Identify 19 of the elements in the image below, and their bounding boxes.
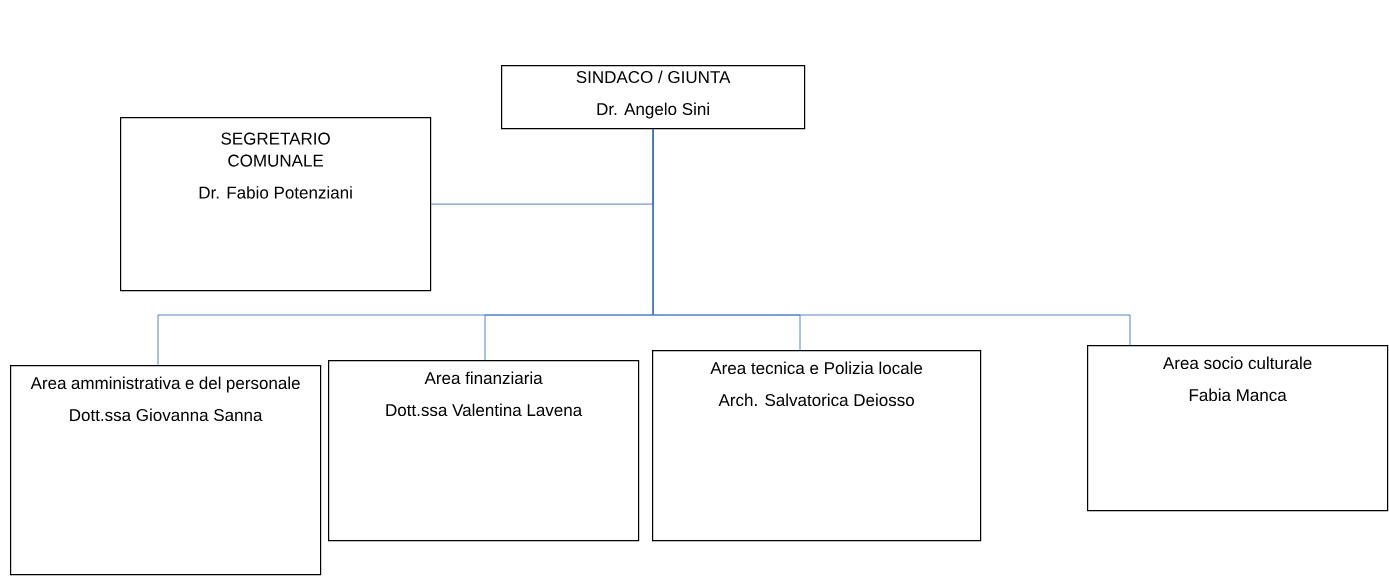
box-text: Area socio culturale [1163,356,1312,370]
box-text: Area finanziaria [424,371,543,385]
box-text: Dr. Fabio Potenziani [199,186,352,199]
box-text: SEGRETARIO COMUNALE [221,132,330,167]
org-box [501,65,806,130]
box-text: Dr. Angelo Sini [597,102,709,119]
box-text: Fabia Manca [1189,388,1287,402]
box-text: Area amministrativa e del personale [30,376,300,393]
box-text: Arch. Salvatorica Deiosso [718,393,914,407]
box-text: SINDACO / GIUNTA [576,70,731,84]
org-box [1087,345,1389,512]
org-box [10,365,322,576]
org-box [120,117,432,292]
org-box [652,350,982,542]
box-text: Area tecnica e Polizia locale [710,361,923,375]
box-text: Dott.ssa Valentina Lavena [386,403,583,417]
org-box [328,360,640,542]
box-text: Dott.ssa Giovanna Sanna [70,408,263,422]
connector-line [652,128,1131,346]
